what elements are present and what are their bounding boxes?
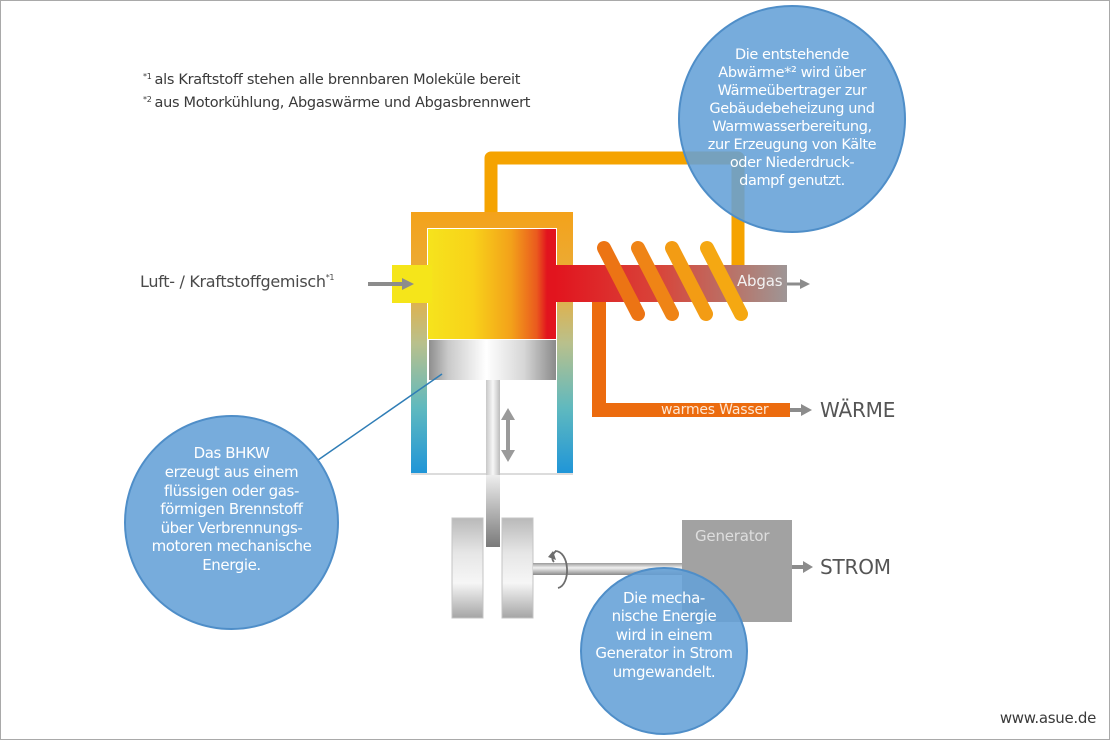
intake-arrow bbox=[368, 278, 414, 290]
heat-exchanger-coil bbox=[597, 241, 748, 321]
warm-water-pipe bbox=[592, 280, 790, 417]
footnote-1-text: als Kraftstoff stehen alle brennbaren Mo… bbox=[154, 72, 521, 88]
bubble-leader-line bbox=[317, 373, 443, 461]
footnote-2-marker: *2 bbox=[143, 95, 152, 104]
combustion-chamber bbox=[428, 229, 556, 339]
intake-label-marker: *1 bbox=[325, 273, 335, 282]
exhaust-arrow bbox=[787, 279, 810, 289]
rotation-arrow-icon bbox=[548, 550, 568, 589]
bhkw-info-text: Das BHKW erzeugt aus einem flüssigen ode… bbox=[151, 444, 312, 574]
generator-label: Generator bbox=[695, 527, 770, 545]
connecting-rod-lower bbox=[486, 475, 500, 547]
power-output-label: STROM bbox=[820, 555, 891, 579]
generator-info-text: Die mecha- nische Energie wird in einem … bbox=[595, 588, 733, 681]
waste-heat-info-text: Die entstehende Abwärme*² wird über Wärm… bbox=[707, 47, 877, 189]
flywheel-left bbox=[451, 517, 484, 619]
heat-output-label: WÄRME bbox=[820, 398, 896, 422]
coil-loop bbox=[665, 241, 713, 321]
warm-water-arrow bbox=[790, 404, 812, 416]
up-down-arrow-icon bbox=[501, 408, 515, 462]
exhaust-pipe bbox=[555, 265, 787, 302]
intake-label: Luft- / Kraftstoffgemisch*1 bbox=[140, 272, 335, 291]
footnote-1-marker: *1 bbox=[143, 72, 152, 81]
bhkw-info-bubble: Das BHKW erzeugt aus einem flüssigen ode… bbox=[124, 415, 339, 630]
footnote-2-text: aus Motorkühlung, Abgaswärme und Abgasbr… bbox=[154, 95, 531, 111]
waste-heat-info-bubble: Die entstehende Abwärme*² wird über Wärm… bbox=[678, 5, 906, 233]
warm-water-label: warmes Wasser bbox=[661, 402, 769, 418]
exhaust-label: Abgas bbox=[737, 272, 783, 290]
generator-info-bubble: Die mecha- nische Energie wird in einem … bbox=[580, 567, 748, 735]
coil-loop bbox=[631, 241, 679, 321]
coil-loop bbox=[700, 241, 748, 321]
intake-label-text: Luft- / Kraftstoffgemisch bbox=[140, 272, 326, 291]
coil-loop bbox=[597, 241, 645, 321]
connecting-rod bbox=[486, 380, 500, 475]
flywheel-right bbox=[501, 517, 534, 619]
website-url: www.asue.de bbox=[999, 709, 1096, 727]
power-output-arrow bbox=[792, 561, 813, 573]
piston bbox=[429, 340, 556, 380]
